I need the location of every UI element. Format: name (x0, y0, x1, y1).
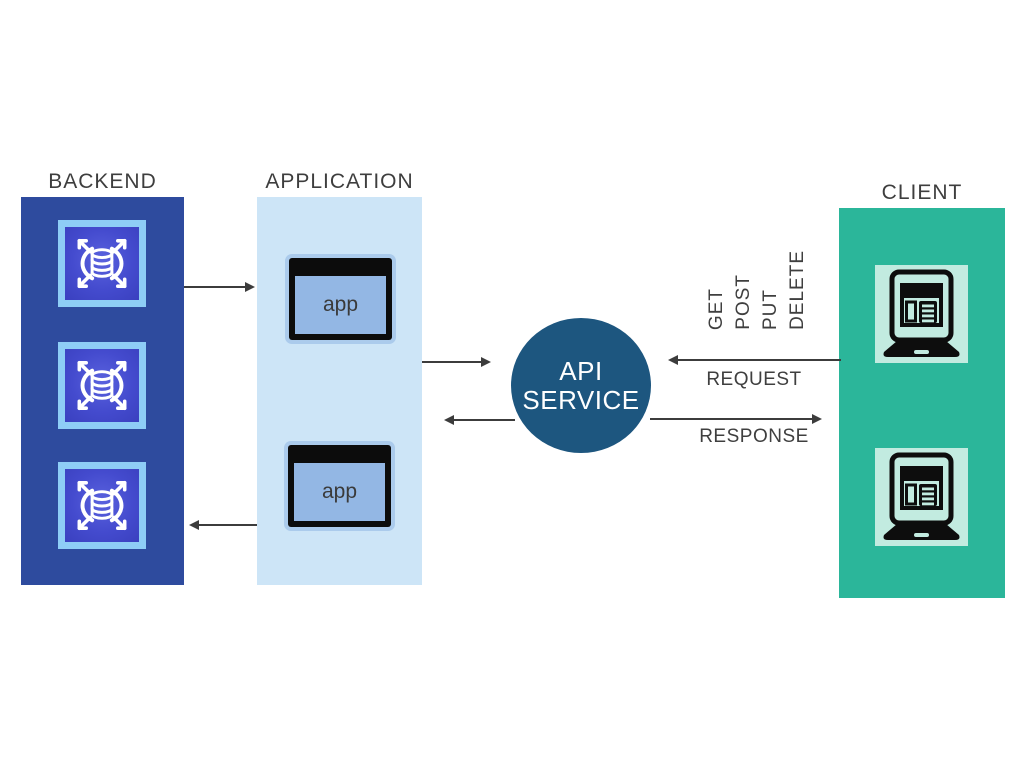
arrow-application-to-api (422, 357, 491, 367)
app-window-label: app (321, 480, 358, 503)
http-method-delete: DELETE (787, 250, 808, 330)
arrow-application-to-backend (189, 520, 257, 530)
database-scale-icon (58, 220, 146, 307)
laptop-icon (875, 265, 968, 363)
database-scale-icon (58, 342, 146, 429)
app-window-icon: app (289, 258, 392, 340)
http-method-get: GET (706, 287, 727, 330)
app-window-label: app (322, 293, 359, 316)
backend-column (21, 197, 184, 585)
arrow-backend-to-application (184, 282, 255, 292)
api-service-label-line1: API (559, 355, 603, 386)
client-column (839, 208, 1005, 598)
api-service-node: API SERVICE (511, 318, 651, 453)
request-label: REQUEST (706, 369, 802, 390)
database-scale-icon (58, 462, 146, 549)
http-methods-labels: GET POST PUT DELETE (706, 243, 808, 330)
arrow-api-to-application (444, 415, 515, 425)
http-method-put: PUT (760, 289, 781, 330)
application-column: app app (257, 197, 422, 585)
app-window-icon: app (288, 445, 391, 527)
client-column-title: CLIENT (881, 181, 963, 204)
backend-column-title: BACKEND (48, 170, 157, 193)
api-service-label-line2: SERVICE (522, 384, 640, 415)
application-column-title: APPLICATION (265, 170, 414, 193)
arrow-request-client-to-api (668, 355, 841, 365)
arrow-response-api-to-client (650, 414, 822, 424)
laptop-icon (875, 448, 968, 546)
response-label: RESPONSE (699, 426, 809, 447)
http-method-post: POST (733, 274, 754, 330)
